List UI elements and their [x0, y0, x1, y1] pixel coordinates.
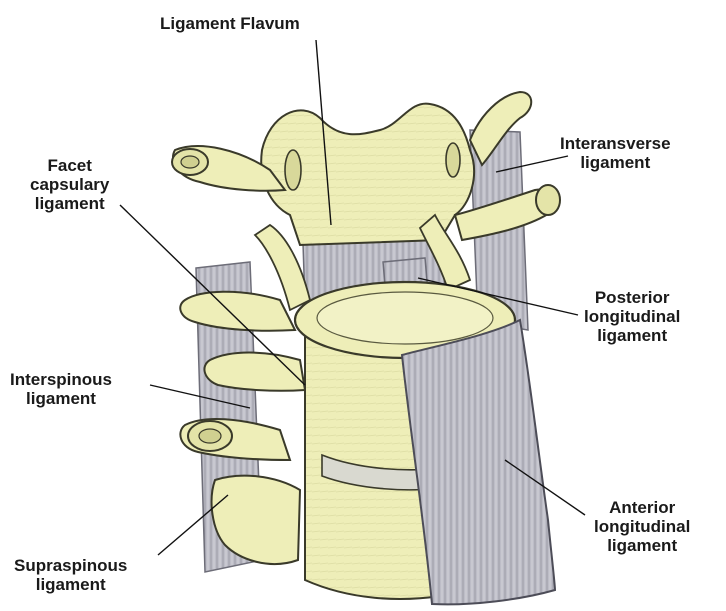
label-ligament-flavum: Ligament Flavum — [160, 14, 300, 33]
label-supraspinous-ligament: Supraspinous ligament — [14, 556, 127, 594]
label-facet-capsulary-ligament: Facet capsulary ligament — [30, 156, 109, 213]
label-interansverse-ligament: Interansverse ligament — [560, 134, 671, 172]
label-anterior-longitudinal-ligament: Anterior longitudinal ligament — [594, 498, 690, 555]
label-posterior-longitudinal-ligament: Posterior longitudinal ligament — [584, 288, 680, 345]
label-interspinous-ligament: Interspinous ligament — [10, 370, 112, 408]
